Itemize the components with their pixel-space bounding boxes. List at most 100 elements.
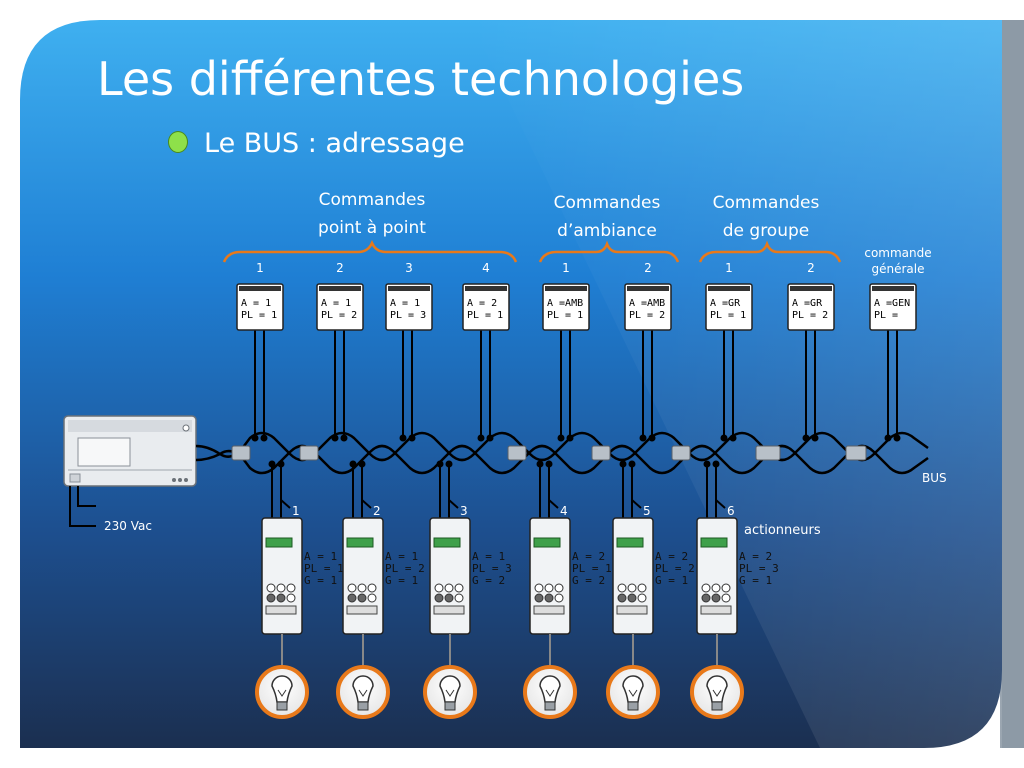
actuator-address: A = 1 — [304, 550, 337, 563]
command-number: 1 — [725, 261, 733, 275]
actuator-module: 5 A = 2 PL = 2 G = 1 — [612, 504, 695, 635]
actuator-address: A = 2 — [739, 550, 772, 563]
command-address: A =GR — [792, 298, 823, 309]
command-pl: PL = 2 — [321, 310, 357, 321]
light-bulb-icon — [606, 665, 660, 719]
brace-ambiance — [538, 240, 680, 263]
command-address: A = 2 — [467, 298, 497, 309]
group-3-label-line1: Commandes — [713, 193, 820, 213]
actuators-label: actionneurs — [744, 523, 821, 538]
actuator-module: 3 A = 1 PL = 3 G = 2 — [429, 504, 512, 635]
actuator-pl: PL = 2 — [655, 562, 695, 575]
group-1-label-line2: point à point — [318, 218, 426, 238]
group-4-label-line2: générale — [872, 262, 925, 276]
bus-line — [195, 431, 929, 475]
group-1-label-line1: Commandes — [319, 190, 426, 210]
command-module: 1 A =GR PL = 1 — [705, 261, 753, 331]
actuator-number: 2 — [373, 504, 381, 518]
actuator-address: A = 1 — [385, 550, 418, 563]
actuator-address: A = 1 — [472, 550, 505, 563]
page-title: Les différentes technologies — [97, 52, 745, 106]
command-pl: PL = 1 — [547, 310, 583, 321]
brace-point-a-point — [222, 239, 518, 263]
command-number: 4 — [482, 261, 490, 275]
command-module: 3 A = 1 PL = 3 — [385, 261, 433, 331]
bullet-item: Le BUS : adressage — [168, 128, 465, 159]
actuator-group: G = 1 — [655, 574, 688, 587]
actuator-module: 1 A = 1 PL = 1 G = 1 — [261, 504, 344, 635]
central-unit — [63, 415, 197, 487]
group-2-label-line2: d’ambiance — [557, 221, 657, 241]
actuator-pl: PL = 3 — [472, 562, 512, 575]
command-number: 3 — [405, 261, 413, 275]
command-number: 2 — [807, 261, 815, 275]
actuator-group: G = 1 — [385, 574, 418, 587]
command-number: 1 — [562, 261, 570, 275]
command-module: 1 A =AMB PL = 1 — [542, 261, 590, 331]
group-braces — [222, 239, 842, 263]
command-number: 1 — [256, 261, 264, 275]
light-bulb-icon — [423, 665, 477, 719]
actuator-address: A = 2 — [572, 550, 605, 563]
command-module: 4 A = 2 PL = 1 — [462, 261, 510, 331]
command-module: 1 A = 1 PL = 1 — [236, 261, 284, 331]
command-number: 2 — [336, 261, 344, 275]
command-pl: PL = 2 — [629, 310, 665, 321]
actuator-pl: PL = 2 — [385, 562, 425, 575]
actuator-module: 4 A = 2 PL = 1 G = 2 — [529, 504, 612, 635]
command-address: A =GR — [710, 298, 741, 309]
group-headings: Commandes point à point Commandes d’ambi… — [318, 190, 932, 276]
actuator-group: G = 1 — [304, 574, 337, 587]
command-pl: PL = — [874, 310, 898, 321]
actuator-number: 3 — [460, 504, 468, 518]
actuator-group: G = 1 — [739, 574, 772, 587]
actuator-number: 6 — [727, 504, 735, 518]
actuator-address: A = 2 — [655, 550, 688, 563]
command-pl: PL = 3 — [390, 310, 426, 321]
bullet-dot-icon — [168, 131, 188, 153]
actuator-number: 5 — [643, 504, 651, 518]
group-3-label-line2: de groupe — [723, 221, 810, 241]
actuator-group: G = 2 — [572, 574, 605, 587]
command-address: A = 1 — [390, 298, 420, 309]
light-bulb-icon — [690, 665, 744, 719]
group-4-label-line1: commande — [864, 246, 931, 260]
command-address: A =AMB — [629, 298, 665, 309]
command-modules: 1 A = 1 PL = 1 2 A = 1 PL = 2 3 A = 1 PL… — [236, 261, 917, 331]
actuator-module: 2 A = 1 PL = 2 G = 1 — [342, 504, 425, 635]
command-address: A = 1 — [321, 298, 351, 309]
actuator-modules: 1 A = 1 PL = 1 G = 1 2 A = 1 PL = 2 G = … — [261, 504, 779, 635]
power-lead — [69, 486, 96, 527]
command-module: A =GEN PL = — [869, 283, 917, 331]
command-address: A =GEN — [874, 298, 910, 309]
actuator-wires — [271, 464, 726, 520]
command-pl: PL = 1 — [710, 310, 746, 321]
command-module: 2 A = 1 PL = 2 — [316, 261, 364, 331]
command-pl: PL = 2 — [792, 310, 828, 321]
actuator-pl: PL = 3 — [739, 562, 779, 575]
bus-label: BUS — [922, 471, 947, 485]
actuator-number: 1 — [292, 504, 300, 518]
group-2-label-line1: Commandes — [554, 193, 661, 213]
actuator-number: 4 — [560, 504, 568, 518]
power-label: 230 Vac — [104, 519, 152, 533]
bulb-wires — [281, 634, 718, 666]
actuator-group: G = 2 — [472, 574, 505, 587]
actuator-pl: PL = 1 — [304, 562, 344, 575]
bulbs — [255, 665, 744, 719]
actuator-module: 6 A = 2 PL = 3 G = 1 — [696, 504, 779, 635]
command-pl: PL = 1 — [241, 310, 277, 321]
command-pl: PL = 1 — [467, 310, 503, 321]
actuator-pl: PL = 1 — [572, 562, 612, 575]
light-bulb-icon — [255, 665, 309, 719]
command-wires — [254, 330, 898, 440]
command-address: A = 1 — [241, 298, 271, 309]
bus-sleeves — [231, 445, 867, 461]
command-address: A =AMB — [547, 298, 583, 309]
bullet-text: Le BUS : adressage — [204, 128, 465, 159]
light-bulb-icon — [523, 665, 577, 719]
command-module: 2 A =AMB PL = 2 — [624, 261, 672, 331]
brace-groupe — [698, 240, 842, 263]
